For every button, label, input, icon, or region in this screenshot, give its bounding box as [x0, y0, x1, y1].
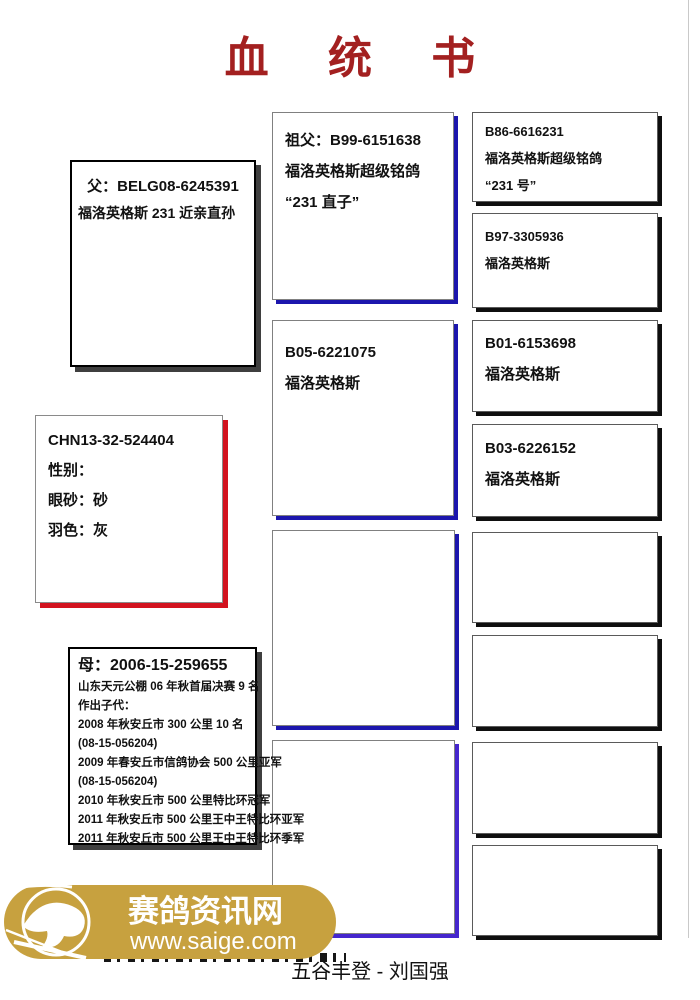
- great-grandparent-empty-box: [472, 635, 658, 727]
- great-grandparent-box: B86-6616231 福洛英格斯超级铭鸽 “231 号”: [472, 112, 658, 202]
- gg-ring-number: B01-6153698: [485, 335, 576, 352]
- watermark-graphic: 赛鸽资讯网 www.saige.com: [1, 883, 336, 960]
- great-grandparent-box: B97-3305936 福洛英格斯: [472, 213, 658, 308]
- subject-info-box: CHN13-32-524404 性别： 眼砂：砂 羽色：灰: [35, 415, 223, 603]
- watermark-site-url: www.saige.com: [129, 928, 297, 955]
- gg-strain: 福洛英格斯: [485, 471, 561, 488]
- mother-result-line: 山东天元公棚 06 年秋首届决赛 9 名: [78, 681, 260, 693]
- great-grandparent-box: B03-6226152 福洛英格斯: [472, 424, 658, 517]
- owner-signature: 五谷丰登 - 刘国强: [291, 961, 449, 983]
- mother-result-line: 2010 年秋安丘市 500 公里特比环冠军: [78, 795, 271, 807]
- gg-strain: 福洛英格斯: [485, 256, 551, 271]
- subject-sex: 性别：: [48, 462, 94, 479]
- grandparent-box: B05-6221075 福洛英格斯: [272, 320, 454, 516]
- gg-ring-number: B86-6616231: [485, 124, 564, 139]
- grandparent-empty-box: [272, 530, 455, 726]
- father-description: 福洛英格斯 231 近亲直孙: [78, 205, 236, 221]
- mother-result-line: 2009 年春安丘市信鸽协会 500 公里亚军: [78, 757, 282, 769]
- mother-result-line: (08-15-056204): [78, 738, 158, 750]
- pigeon-logo-icon: [1, 883, 91, 960]
- mother-ring-number: 母：2006-15-259655: [78, 657, 228, 674]
- mother-result-line: (08-15-056204): [78, 776, 158, 788]
- grandfather-ring-number: 祖父：B99-6151638: [285, 132, 421, 149]
- great-grandparent-empty-box: [472, 845, 658, 936]
- watermark-capsule: [4, 885, 336, 959]
- gg-ring-number: B97-3305936: [485, 229, 564, 244]
- mother-result-line: 2011 年秋安丘市 500 公里王中王特比环季军: [78, 833, 305, 845]
- great-grandparent-empty-box: [472, 532, 658, 623]
- gg-strain: 福洛英格斯超级铭鸽: [485, 151, 603, 166]
- father-ring-number: 父：BELG08-6245391: [87, 178, 239, 195]
- gg-nickname: “231 号”: [485, 178, 537, 193]
- saige-watermark: 赛鸽资讯网 www.saige.com: [0, 882, 338, 962]
- watermark-site-name: 赛鸽资讯网: [128, 894, 283, 929]
- gg-strain: 福洛英格斯: [485, 366, 561, 383]
- grandfather-strain: 福洛英格斯超级铭鸽: [285, 163, 421, 180]
- mother-result-line: 2008 年秋安丘市 300 公里 10 名: [78, 719, 244, 731]
- subject-eye: 眼砂：砂: [48, 492, 109, 509]
- subject-ring-number: CHN13-32-524404: [48, 432, 174, 449]
- grandparent-strain: 福洛英格斯: [285, 375, 361, 392]
- mother-result-line: 2011 年秋安丘市 500 公里王中王特比环亚军: [78, 814, 305, 826]
- subject-feather-color: 羽色：灰: [48, 522, 109, 539]
- page-edge-line: [688, 0, 689, 938]
- grandfather-box: 祖父：B99-6151638 福洛英格斯超级铭鸽 “231 直子”: [272, 112, 454, 300]
- great-grandparent-empty-box: [472, 742, 658, 834]
- father-box: 父：BELG08-6245391 福洛英格斯 231 近亲直孙: [70, 160, 256, 367]
- mother-box: 母：2006-15-259655 山东天元公棚 06 年秋首届决赛 9 名 作出…: [68, 647, 305, 845]
- great-grandparent-box: B01-6153698 福洛英格斯: [472, 320, 658, 412]
- grandfather-nickname: “231 直子”: [285, 194, 360, 211]
- gg-ring-number: B03-6226152: [485, 440, 576, 457]
- mother-result-line: 作出子代：: [78, 700, 136, 712]
- page-title: 血 统 书: [224, 33, 498, 84]
- grandparent-ring-number: B05-6221075: [285, 344, 376, 361]
